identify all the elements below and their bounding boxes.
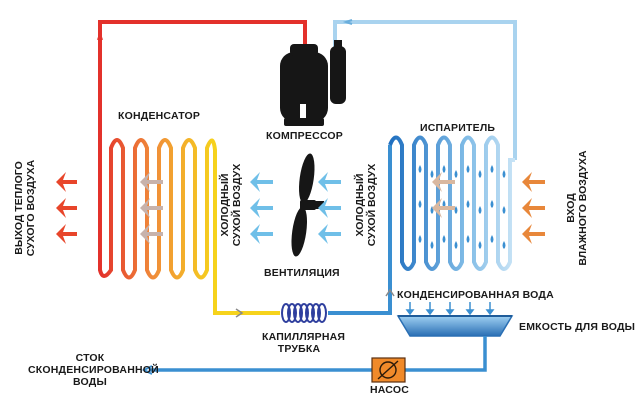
fan-icon <box>291 153 324 257</box>
water-tank-label: ЕМКОСТЬ ДЛЯ ВОДЫ <box>519 321 636 333</box>
cold-right-line-1: ХОЛОДНЫЙ <box>354 173 366 237</box>
return-refrigerant-pipe <box>333 20 517 160</box>
capillary-tube <box>281 303 327 323</box>
condensed-water-drips <box>405 302 495 316</box>
ventilation-label: ВЕНТИЛЯЦИЯ <box>264 267 340 279</box>
hot-pipe-arrow <box>97 30 103 41</box>
water-tank-icon <box>396 315 514 337</box>
warm-air-out-label: ВЫХОД ТЕПЛОГО СУХОГО ВОЗДУХА <box>13 148 39 268</box>
capillary-pipe-arrow <box>385 288 395 297</box>
warm-air-out-arrows <box>56 172 77 244</box>
compressor-label: КОМПРЕССОР <box>266 130 343 142</box>
drain-pipe <box>405 336 487 372</box>
cold-left-line-2: СУХОЙ ВОЗДУХ <box>231 163 243 247</box>
liquid-pipe <box>213 300 280 315</box>
evaporator-droplets <box>418 165 506 249</box>
condensed-water-label: КОНДЕНСИРОВАННАЯ ВОДА <box>397 289 554 301</box>
drain-line-1: СТОК <box>75 352 105 364</box>
drain-line-3: ВОДЫ <box>73 376 107 388</box>
drain-line-2: СКОНДЕНСИРОВАННОЙ <box>28 364 159 376</box>
liquid-pipe-arrow <box>235 308 244 318</box>
evaporator-coil <box>388 135 515 271</box>
warm-out-line-2: СУХОГО ВОЗДУХА <box>25 159 37 257</box>
evaporator-label: ИСПАРИТЕЛЬ <box>420 122 496 134</box>
drain-label: СТОК СКОНДЕНСИРОВАННОЙ ВОДЫ <box>28 352 159 388</box>
return-pipe-arrow <box>342 19 353 25</box>
drain-pipe-arrow <box>141 365 153 375</box>
humid-air-in-arrows <box>522 172 545 244</box>
cold-left-line-1: ХОЛОДНЫЙ <box>219 173 231 237</box>
evaporator-inner-arrows <box>432 172 455 218</box>
capillary-line-1: КАПИЛЛЯРНАЯ <box>262 331 346 343</box>
condenser-label: КОНДЕНСАТОР <box>118 110 201 122</box>
humid-in-line-1: ВХОД <box>565 193 577 223</box>
hot-refrigerant-pipe <box>98 20 307 135</box>
humid-air-in-label: ВХОД ВЛАЖНОГО ВОЗДУХА <box>565 148 591 268</box>
condenser-inner-arrows <box>140 172 163 244</box>
capillary-to-evaporator-pipe <box>328 145 392 315</box>
warm-out-line-1: ВЫХОД ТЕПЛОГО <box>13 161 25 255</box>
cold-air-arrows-left <box>250 172 341 244</box>
capillary-tube-label: КАПИЛЛЯРНАЯ ТРУБКА <box>262 331 346 355</box>
pump-label: НАСОС <box>370 384 409 396</box>
capillary-line-2: ТРУБКА <box>277 343 321 355</box>
compressor-icon <box>280 40 346 126</box>
cold-air-right-label: ХОЛОДНЫЙ СУХОЙ ВОЗДУХ <box>354 157 380 253</box>
humid-in-line-2: ВЛАЖНОГО ВОЗДУХА <box>577 150 589 266</box>
condenser-coil <box>98 135 217 300</box>
pump-icon <box>371 357 406 383</box>
cold-air-left-label: ХОЛОДНЫЙ СУХОЙ ВОЗДУХ <box>219 157 245 253</box>
cold-right-line-2: СУХОЙ ВОЗДУХ <box>366 163 378 247</box>
